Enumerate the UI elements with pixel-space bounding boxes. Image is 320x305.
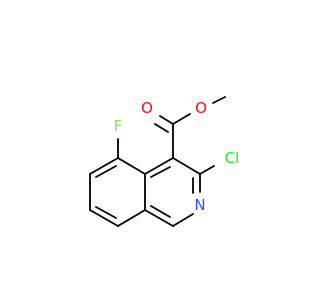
bond-c7-c8: [89, 209, 119, 227]
nitrogen-label: N: [194, 196, 205, 214]
bond-c4a-c4: [144, 157, 174, 175]
fluorine-label: F: [114, 117, 123, 135]
bond-c8-c8a: [117, 209, 146, 227]
bond-carbonyl-double-2: [154, 123, 169, 133]
bond-c5-c6: [89, 157, 119, 175]
bond-o-carbonyl: [172, 113, 191, 125]
ester-oxygen-label: O: [195, 99, 207, 117]
bond-c3-cl: [199, 165, 215, 175]
bond-c7-c8-inner: [95, 206, 117, 219]
structure-canvas: O O F Cl N: [89, 96, 240, 227]
carbonyl-oxygen-label: O: [141, 99, 153, 117]
bond-c1-c8a: [144, 209, 174, 227]
bond-n-c1: [172, 213, 194, 227]
bond-c4a-c4-inner: [150, 166, 171, 178]
bonds: [89, 96, 226, 227]
bond-c1-c8a-inner: [150, 205, 171, 218]
bond-c4a-c5: [117, 157, 146, 175]
molecule-structure: O O F Cl N: [89, 96, 240, 227]
bond-c5-c6-inner: [95, 165, 117, 178]
bond-methyl-o: [212, 96, 226, 104]
bond-carbonyl-double-1: [159, 115, 174, 125]
chlorine-label: Cl: [225, 149, 240, 167]
atom-labels: O O F Cl N: [114, 99, 240, 214]
bond-c4-c3: [172, 157, 201, 175]
